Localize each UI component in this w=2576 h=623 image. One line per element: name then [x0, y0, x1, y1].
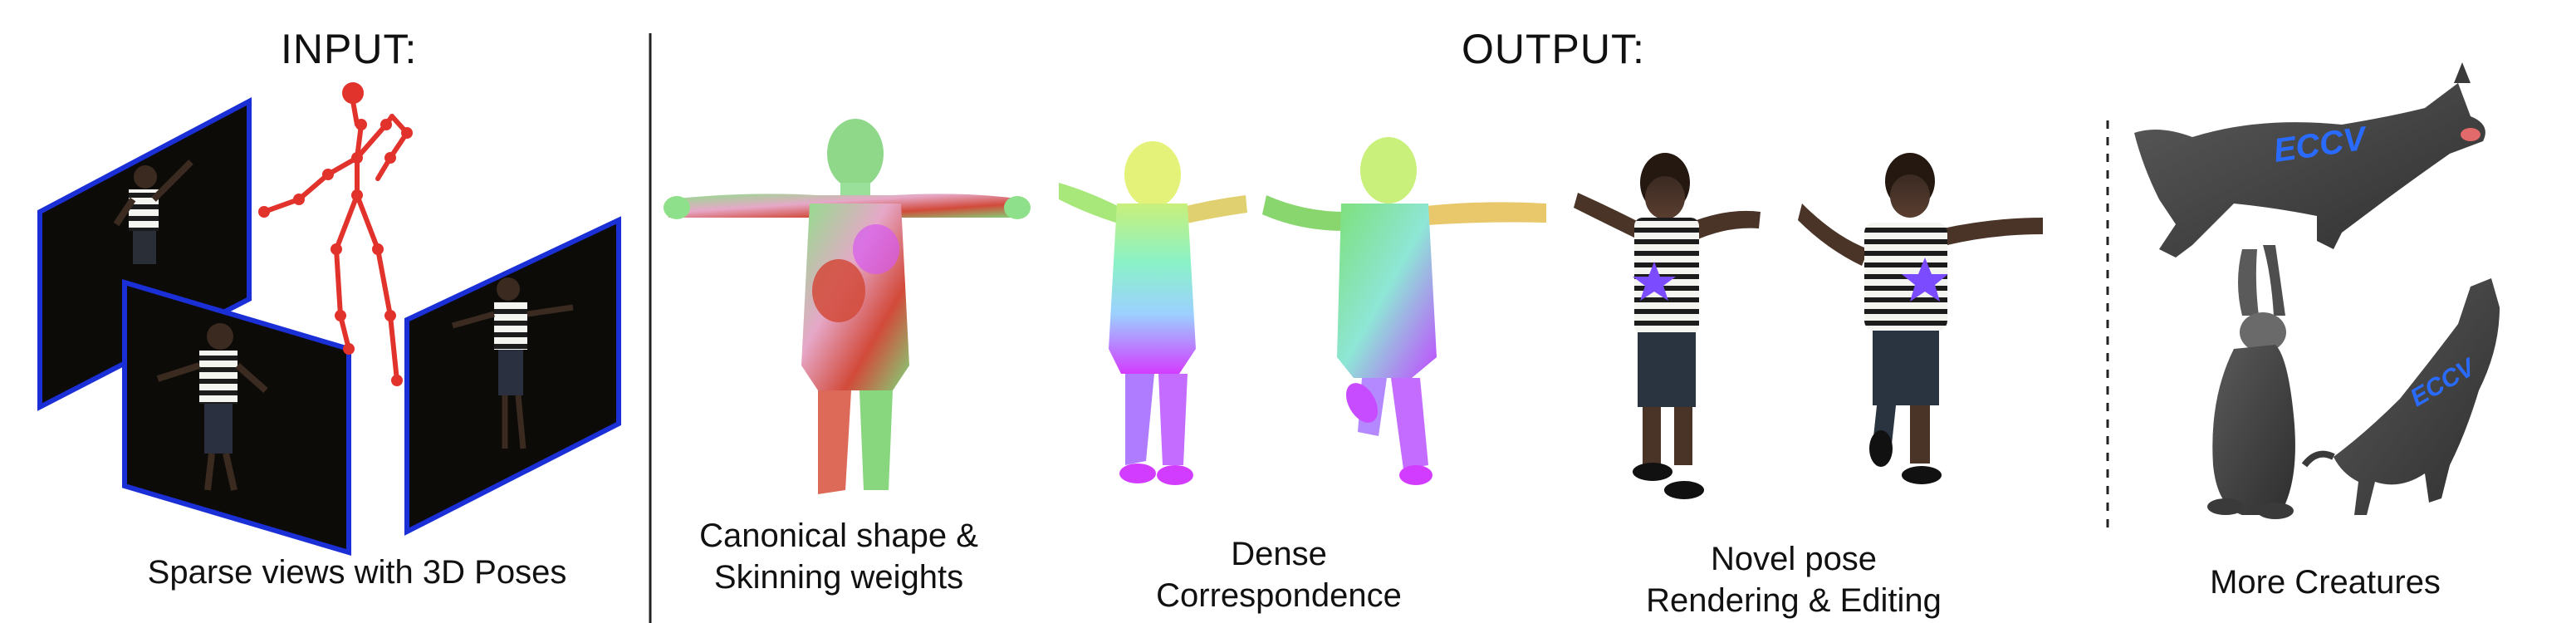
more-creatures-caption: More Creatures	[2210, 564, 2441, 601]
wolf-creature-top: ECCV	[2134, 62, 2485, 258]
canonical-shape-mesh	[664, 119, 1031, 494]
input-person-2	[156, 323, 268, 491]
input-person-3	[452, 277, 574, 449]
skeleton-joints	[258, 119, 413, 386]
output-title: OUTPUT:	[1462, 26, 1645, 72]
input-title: INPUT:	[281, 26, 418, 72]
star-logo-2	[1902, 258, 1948, 302]
dense-correspondence-figure-1	[1059, 141, 1247, 485]
wolf-creature-bottom: ECCV	[2301, 278, 2500, 515]
dense-correspondence-caption: Dense Correspondence	[1096, 533, 1462, 616]
input-caption: Sparse views with 3D Poses	[147, 554, 567, 591]
dense-correspondence-caption-line2: Correspondence	[1156, 577, 1402, 614]
novel-pose-caption: Novel pose Rendering & Editing	[1578, 538, 2010, 621]
input-person-1	[113, 159, 193, 264]
novel-pose-figure-1	[1574, 153, 1761, 499]
rabbit-creature	[2207, 245, 2295, 519]
novel-pose-caption-line2: Rendering & Editing	[1646, 582, 1942, 619]
star-logo-1	[1633, 262, 1676, 301]
input-view-frame-2	[122, 278, 351, 557]
canonical-shape-caption-line2: Skinning weights	[713, 559, 964, 596]
novel-pose-figure-2	[1798, 153, 2043, 484]
input-view-frame-1	[37, 97, 252, 411]
input-view-frame-3	[404, 216, 621, 536]
skeleton-3d-pose	[262, 82, 410, 383]
dense-correspondence-caption-line1: Dense	[1231, 536, 1327, 572]
canonical-shape-caption-line1: Canonical shape &	[699, 518, 978, 554]
canonical-shape-caption: Canonical shape & Skinning weights	[648, 515, 1030, 598]
dense-correspondence-figure-2	[1262, 137, 1546, 485]
novel-pose-caption-line1: Novel pose	[1710, 541, 1878, 577]
